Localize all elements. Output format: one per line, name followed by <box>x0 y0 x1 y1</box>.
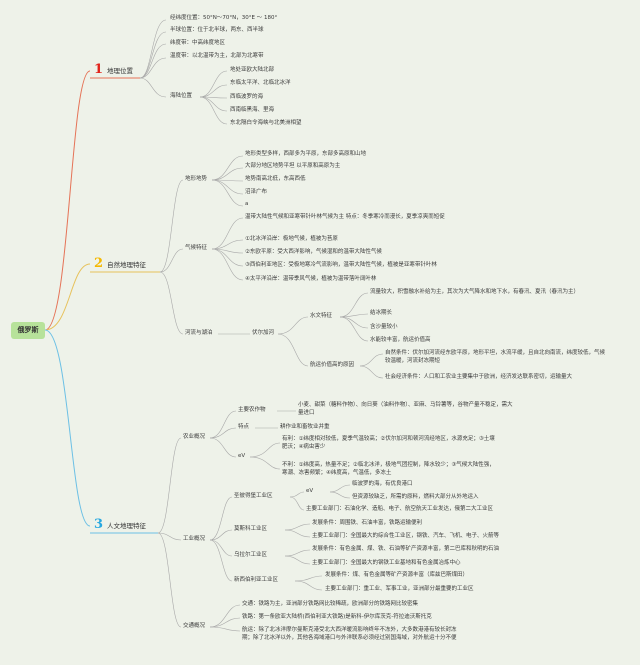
node-lat-zone: 纬度带：中高纬度地区 <box>170 40 226 46</box>
topic-label: 自然地理特征 <box>107 261 147 269</box>
node-crops: 主要农作物 <box>238 407 266 413</box>
node-hydro-item: 结冰期长 <box>370 310 393 316</box>
node-region-item: 发展条件：煤、有色金属等矿产资源丰富（库兹巴斯煤田） <box>325 572 469 578</box>
node-favorable: 有利：①纬度相对较低，夏季气温较高；②伏尔加河和顿河流经地区，水源充足；③土壤肥… <box>282 436 495 450</box>
node-terrain: 地形地势 <box>185 176 208 182</box>
node-region-item: 发展条件：周围铁、石油丰富，铁路运输便利 <box>312 520 423 526</box>
node-region-item: 发展条件：有色金属、煤、铁、石油等矿产资源丰富，第二巴库和秋明的石油 <box>312 546 500 552</box>
node-agri: 农业概况 <box>183 434 206 440</box>
root-node: 俄罗斯 <box>11 322 45 339</box>
node-hydro: 水文特征 <box>310 313 333 319</box>
node-region-item: 主要工业部门：全国最大的钢铁工业基地和有色金属冶炼中心 <box>312 560 461 566</box>
line-root-topic2 <box>44 263 91 331</box>
node-sea-item: 地处亚欧大陆北部 <box>230 67 275 73</box>
topic-human-features: 3 人文地理特征 <box>92 517 150 532</box>
node-climate-item: ③西伯利亚地区：受极地寒冷气流影响，温带大陆性气候，植被是亚寒带针叶林 <box>245 262 437 268</box>
node-region-ural: 乌拉尔工业区 <box>234 552 268 558</box>
node-climate-item: ①北冰洋沿岸：极地气候，植被为苔原 <box>245 236 338 242</box>
node-ev2: eV <box>306 488 314 494</box>
topic-natural-features: 2 自然地理特征 <box>92 256 150 271</box>
node-temp-zone: 温度带：以北温带为主，北部为北寒带 <box>170 53 264 59</box>
node-industry: 工业概况 <box>183 536 206 542</box>
node-hydro-item: 含沙量较小 <box>370 324 398 330</box>
node-shipping: 航运价值高的原因 <box>310 362 355 368</box>
node-terrain-item: 沼泽广布 <box>245 189 268 195</box>
node-region-item: 临波罗的海，有优良港口 <box>352 481 413 487</box>
node-region-moscow: 莫斯科工业区 <box>234 526 268 532</box>
node-terrain-item: 大部分地区地势平坦 以平原和高原为主 <box>245 163 341 169</box>
node-sea-item: 东临太平洋、北临北冰洋 <box>230 80 291 86</box>
node-sea-land: 海陆位置 <box>170 93 193 99</box>
node-sea-item: 西南临黑海、里海 <box>230 107 275 113</box>
node-transport-item: 交通：铁路为主，亚洲部分铁路网比较稀疏，欧洲部分的铁路网比较密集 <box>242 601 419 607</box>
node-volga: 伏尔加河 <box>252 330 275 336</box>
node-crops-text: 小麦、甜菜（糖料作物）、向日葵（油料作物）、亚麻、马铃薯等，谷物产量不稳定，需大… <box>298 402 513 416</box>
node-region-item: 但资源较缺乏，所需的原料，燃料大部分从外地运入 <box>352 494 479 500</box>
node-feature: 特点 <box>238 424 250 430</box>
node-sea-item: 东北隔白令海峡与北美洲相望 <box>230 120 302 126</box>
node-climate-item: ④太平洋沿岸：温带季风气候，植被为温带落叶阔叶林 <box>245 276 377 282</box>
node-hydro-item: 流量较大，积雪融水补给为主，其次为大气降水和地下水，有春汛、夏汛（春汛为主） <box>370 289 580 295</box>
node-shipping-item: 自然条件：伏尔加河流经东欧平原，地形平坦，水流平缓，且自北向南流，纬度较低，气候… <box>385 350 606 364</box>
node-rivers: 河流与湖泊 <box>185 330 213 336</box>
topic-number: 1 <box>94 62 104 77</box>
node-terrain-item: 地势南高北低，东高西低 <box>245 176 306 182</box>
node-terrain-item: 地形类型多样，西部多为平原，东部多高原和山地 <box>245 151 367 157</box>
node-sea-item: 西临波罗的海 <box>230 94 264 100</box>
node-shipping-item: 社会经济条件：人口和工农业主要集中于欧洲，经济发达联系密切，运输量大 <box>385 374 573 380</box>
node-feature-text: 耕作业和畜牧业并重 <box>280 424 330 430</box>
topic-label: 人文地理特征 <box>107 522 147 530</box>
node-transport: 交通概况 <box>183 623 206 629</box>
node-unfavorable: 不利：①纬度高，热量不足；②临北冰洋，极地气团控制，降水较少；③气候大陆性强，寒… <box>282 462 495 476</box>
topic-geo-location: 1 地理位置 <box>92 62 137 77</box>
node-climate-item: 温带大陆性气候和亚寒带针叶林气候为主 特点：冬季寒冷而漫长，夏季凉爽而短促 <box>245 214 445 220</box>
node-region-main: 主要工业部门：石油化学、造船、电子、航空航天工业发达，俄第二大工业区 <box>306 506 494 512</box>
topic-number: 2 <box>94 256 104 271</box>
node-transport-item: 航运：除了北冰洋摩尔曼斯克港受北大西洋暖流影响终年不冻外，大多数港港有较长封冻期… <box>242 627 457 641</box>
node-climate-item: ②东欧平原：受大西洋影响，气候湿和的温带大陆性气候 <box>245 249 382 255</box>
line-root-topic1 <box>44 70 91 331</box>
node-ev: eV <box>238 453 246 459</box>
topic-number: 3 <box>94 517 104 532</box>
node-region-item: 主要工业部门：全国最大的综合性工业区，钢铁、汽车、飞机、电子、火箭等 <box>312 533 500 539</box>
node-hydro-item: 水能较丰富，航运价值高 <box>370 337 431 343</box>
line-root-topic3 <box>44 329 91 527</box>
node-transport-item: 铁路：第一条欧亚大陆桥(西伯利亚大铁路)是新科-伊尔库茨克-符拉迪沃斯托克 <box>242 614 432 620</box>
node-region-stpetersburg: 圣彼得堡工业区 <box>234 493 273 499</box>
node-lat-lon: 经纬度位置：50°N～70°N，30°E ～ 180° <box>170 15 278 21</box>
node-region-item: 主要工业部门：重工业、军事工业，亚洲部分最重要的工业区 <box>325 586 474 592</box>
node-hemisphere: 半球位置：位于北半球，两东、西半球 <box>170 27 264 33</box>
topic-label: 地理位置 <box>107 67 134 75</box>
node-region-novosibirsk: 新西伯利亚工业区 <box>234 577 279 583</box>
node-climate: 气候特征 <box>185 245 208 251</box>
node-terrain-item: a <box>245 201 249 207</box>
